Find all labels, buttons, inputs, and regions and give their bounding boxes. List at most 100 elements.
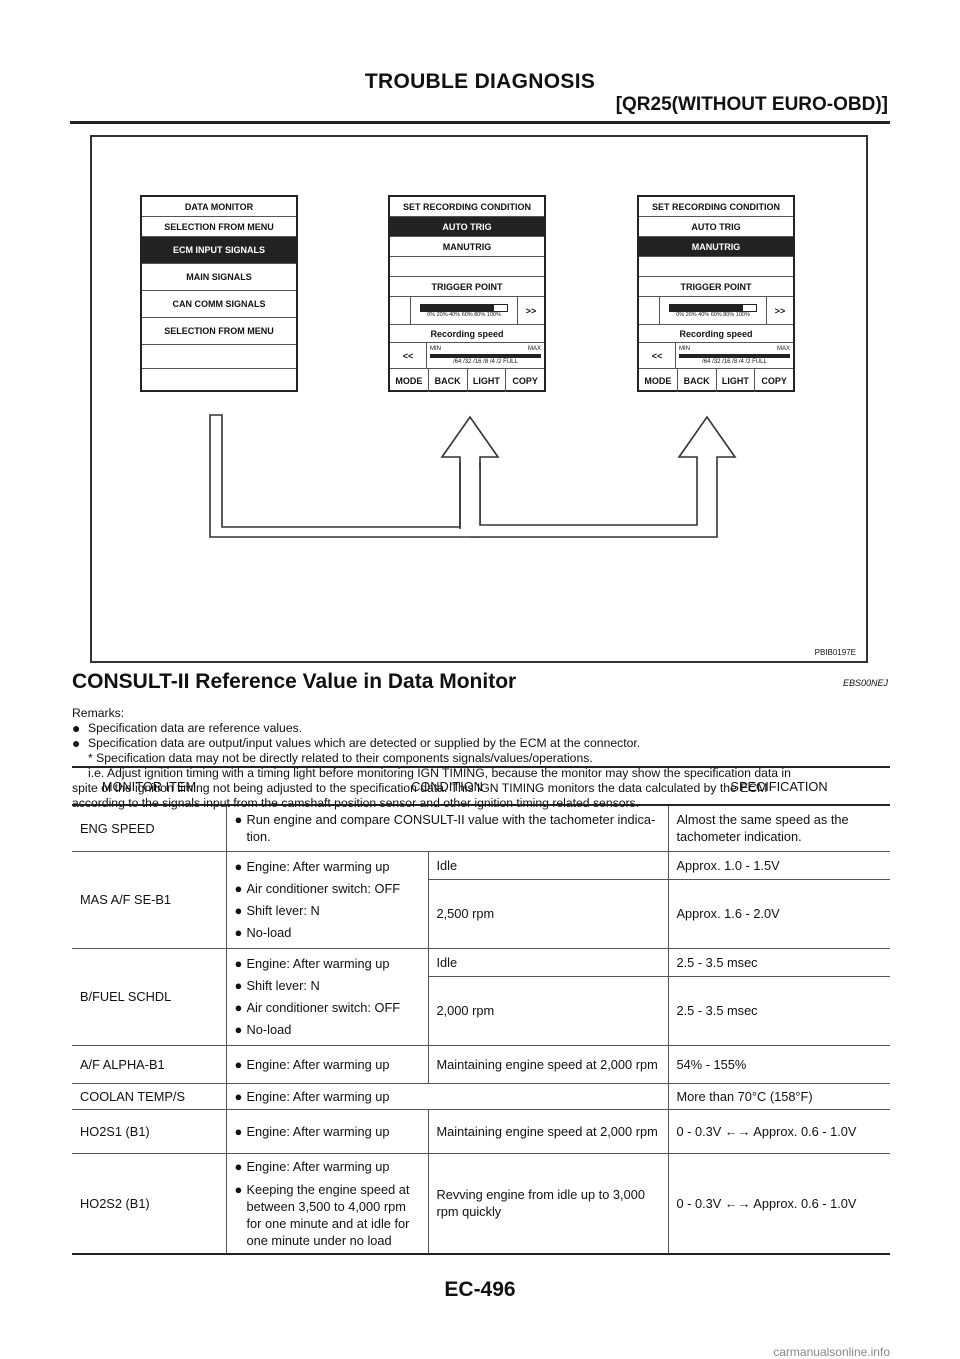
header-condition: CONDITION [226,766,668,806]
screen2-speed-row: << MIN MAX /64 /32 /16 /8 /4 /2 FULL [390,343,544,369]
screen3-back-button[interactable]: BACK [678,369,717,392]
screen2-trigger-fill [421,304,495,311]
screen3-min-label: MIN [679,345,690,352]
screen2-speed-bar[interactable] [430,353,541,358]
section-title: CONSULT-II Reference Value in Data Monit… [72,670,517,693]
state-bfuel-idle: Idle [427,948,668,978]
cond-bfuel: ●Engine: After warming up ●Shift lever: … [225,948,428,1046]
screen3-mode-button[interactable]: MODE [639,369,678,392]
page-header-subtitle: [QR25(WITHOUT EURO-OBD)] [615,94,888,115]
item-ho2s2: HO2S2 (B1) [72,1153,226,1255]
screen3-trigger-bar[interactable] [669,303,757,312]
arrow-to-screen2 [209,414,500,538]
spec-ho2s1: 0 - 0.3V ←→ Approx. 0.6 - 1.0V [667,1109,890,1154]
bullet-icon: ● [234,902,243,918]
header-rule [70,121,890,124]
page-number: EC-496 [444,1278,516,1301]
screen3-title: SET RECORDING CONDITION [639,197,793,217]
bullet-icon: ● [72,720,81,736]
screen2-back-button[interactable]: BACK [429,369,468,392]
screen3-empty [639,257,793,277]
screen3-speed-bar[interactable] [679,353,790,358]
state-mas-idle: Idle [427,851,668,881]
spec-coolan: More than 70°C (158°F) [667,1083,890,1110]
screen2-mode-button[interactable]: MODE [390,369,429,392]
screen3-speed-row: << MIN MAX /64 /32 /16 /8 /4 /2 FULL [639,343,793,369]
figure-code: PBIB0197E [814,648,856,657]
screen3-trigger-fill [670,304,744,311]
spec-alpha: 54% - 155% [667,1045,890,1084]
spec-mas-2500: Approx. 1.6 - 2.0V [667,879,890,949]
screen2-rec-label: Recording speed [390,325,544,343]
bullet-icon: ● [234,880,243,896]
table-row: 2,000 rpm 2.5 - 3.5 msec [72,976,890,1046]
table-row: 2,500 rpm Approx. 1.6 - 2.0V [72,879,890,949]
spec-bfuel-2000: 2.5 - 3.5 msec [667,976,890,1046]
cond-ho2s2: ●Engine: After warming up ●Keeping the e… [225,1153,428,1255]
screen2-light-button[interactable]: LIGHT [468,369,507,392]
screen3-button-row: MODE BACK LIGHT COPY [639,369,793,392]
page-header-title: TROUBLE DIAGNOSIS [364,70,596,93]
screen1-row-ecm-input[interactable]: ECM INPUT SIGNALS [142,237,296,264]
bullet-icon: ● [234,1021,243,1037]
table-row: MAS A/F SE-B1 ●Engine: After warming up … [72,851,890,949]
table-row: HO2S2 (B1) ●Engine: After warming up ●Ke… [72,1153,890,1255]
screen2-manu-trig[interactable]: MANUTRIG [390,237,544,257]
screen2-trigger-row: 0% 20% 40% 60% 80% 100% >> [390,297,544,325]
screen2-title: SET RECORDING CONDITION [390,197,544,217]
screen3-auto-trig[interactable]: AUTO TRIG [639,217,793,237]
screen2-next-button[interactable]: >> [525,305,537,316]
screen3-manu-trig[interactable]: MANUTRIG [639,237,793,257]
remarks-bullet-1: ●Specification data are reference values… [72,720,303,736]
state-ho2s2: Revving engine from idle up to 3,000 rpm… [427,1153,668,1255]
section-code: EBS00NEJ [842,678,888,688]
item-bfuel: B/FUEL SCHDL [72,948,226,1046]
cond-ho2s1: ●Engine: After warming up [225,1109,428,1154]
state-ho2s1: Maintaining engine speed at 2,000 rpm [427,1109,668,1154]
screen3-copy-button[interactable]: COPY [761,375,787,386]
screen2-speed-values: /64 /32 /16 /8 /4 /2 FULL [453,358,518,365]
header-specification: SPECIFICATION [668,766,890,806]
screen2-trigger-label: TRIGGER POINT [390,277,544,297]
screen1-row-can[interactable]: CAN COMM SIGNALS [142,291,296,318]
screen1-row-selection[interactable]: SELECTION FROM MENU [142,217,296,237]
spec-bfuel-idle: 2.5 - 3.5 msec [667,948,890,978]
table-row: COOLAN TEMP/S ●Engine: After warming up … [72,1083,890,1110]
screen3-rec-label: Recording speed [639,325,793,343]
screen3-trigger-ticks: 0% 20% 40% 60% 80% 100% [676,311,750,318]
screen-recording-manu: SET RECORDING CONDITION AUTO TRIG MANUTR… [637,195,795,392]
item-eng-speed: ENG SPEED [72,805,226,852]
spec-eng-speed: Almost the same speed as the tachometer … [667,805,890,852]
remarks-label: Remarks: [72,706,125,720]
state-bfuel-2000: 2,000 rpm [427,976,668,1046]
screen1-row-empty-1 [142,345,296,369]
spec-mas-idle: Approx. 1.0 - 1.5V [667,851,890,881]
screen2-trigger-ticks: 0% 20% 40% 60% 80% 100% [427,311,501,318]
screen2-prev-button[interactable]: << [390,343,427,368]
flow-arrows [209,414,737,538]
screen1-row-empty-2 [142,369,296,392]
watermark: carmanualsonline.info [773,1345,890,1359]
table-row: HO2S1 (B1) ●Engine: After warming up Mai… [72,1109,890,1154]
screen2-auto-trig[interactable]: AUTO TRIG [390,217,544,237]
item-coolan: COOLAN TEMP/S [72,1083,226,1110]
bullet-icon: ● [234,955,243,971]
bullet-icon: ● [234,1181,243,1197]
screen3-trigger-label: TRIGGER POINT [639,277,793,297]
screen2-trigger-bar[interactable] [420,303,508,312]
screen1-row-main[interactable]: MAIN SIGNALS [142,264,296,291]
cond-alpha: ●Engine: After warming up [225,1045,428,1084]
state-mas-2500: 2,500 rpm [427,879,668,949]
table-row: ENG SPEED ●Run engine and compare CONSUL… [72,805,890,852]
screen1-row-selection-2[interactable]: SELECTION FROM MENU [142,318,296,345]
screen2-copy-button[interactable]: COPY [512,375,538,386]
table-header-row: MONITOR ITEM CONDITION SPECIFICATION [72,766,890,806]
bullet-icon: ● [234,1088,243,1104]
bullet-icon: ● [234,1158,243,1174]
screen3-speed-values: /64 /32 /16 /8 /4 /2 FULL [702,358,767,365]
bullet-icon: ● [72,735,81,751]
screen3-next-button[interactable]: >> [774,305,786,316]
screen3-prev-button[interactable]: << [639,343,676,368]
screen3-light-button[interactable]: LIGHT [717,369,756,392]
cond-mas: ●Engine: After warming up ●Air condition… [225,851,428,949]
